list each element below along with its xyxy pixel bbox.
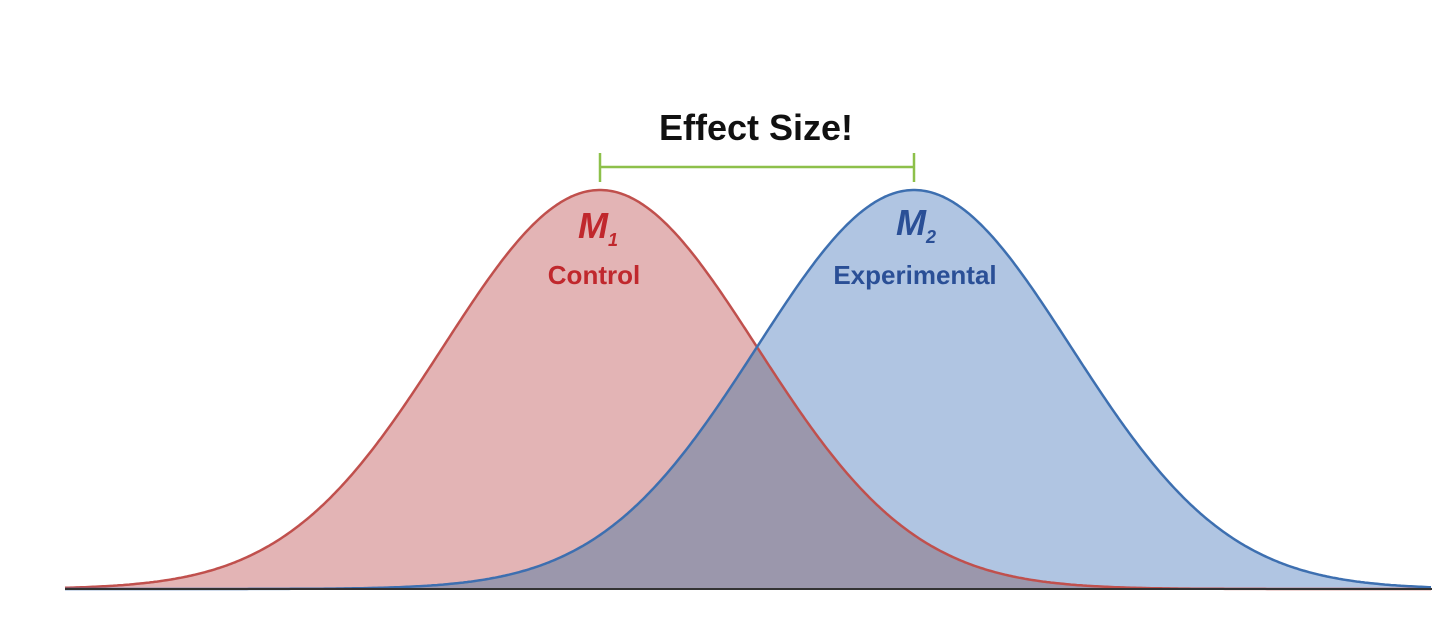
control-mean-subscript: 1 <box>608 230 618 250</box>
control-mean-label: M1 <box>578 205 618 250</box>
overlap-region <box>65 347 1432 589</box>
experimental-mean-symbol: M <box>896 202 927 243</box>
diagram-title: Effect Size! <box>659 107 853 148</box>
control-mean-symbol: M <box>578 205 609 246</box>
experimental-mean-subscript: 2 <box>925 227 936 247</box>
control-group-label: Control <box>548 260 640 290</box>
experimental-group-label: Experimental <box>833 260 996 290</box>
experimental-mean-label: M2 <box>896 202 936 247</box>
effect-size-bracket <box>598 153 916 182</box>
